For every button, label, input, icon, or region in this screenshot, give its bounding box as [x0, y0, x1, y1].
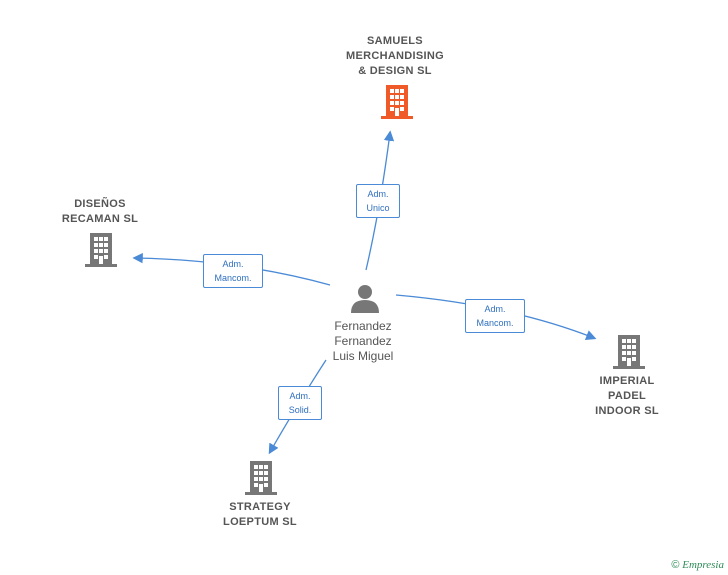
building-icon-highlight[interactable]	[381, 85, 413, 119]
building-icon[interactable]	[613, 335, 645, 369]
company-label-samuels[interactable]: SAMUELS MERCHANDISING & DESIGN SL	[345, 35, 444, 77]
person-icon[interactable]	[349, 283, 381, 313]
company-label-imperial[interactable]: IMPERIAL PADEL INDOOR SL	[595, 375, 659, 417]
company-label-disenos[interactable]: DISEÑOS RECAMAN SL	[61, 198, 139, 225]
edge-label-imperial: Adm. Mancom.	[465, 299, 525, 333]
edge-label-disenos: Adm. Mancom.	[203, 254, 263, 288]
building-icon[interactable]	[245, 461, 277, 495]
company-label-strategy[interactable]: STRATEGY LOEPTUM SL	[223, 501, 297, 528]
building-icon[interactable]	[85, 233, 117, 267]
edge-label-samuels: Adm. Unico	[356, 184, 400, 218]
footer-brand[interactable]: © Empresia	[671, 559, 724, 571]
copyright-icon: ©	[671, 559, 680, 571]
person-label[interactable]: Fernandez Fernandez Luis Miguel	[332, 319, 394, 363]
edge-label-strategy: Adm. Solid.	[278, 386, 322, 420]
brand-name: Empresia	[682, 559, 724, 571]
